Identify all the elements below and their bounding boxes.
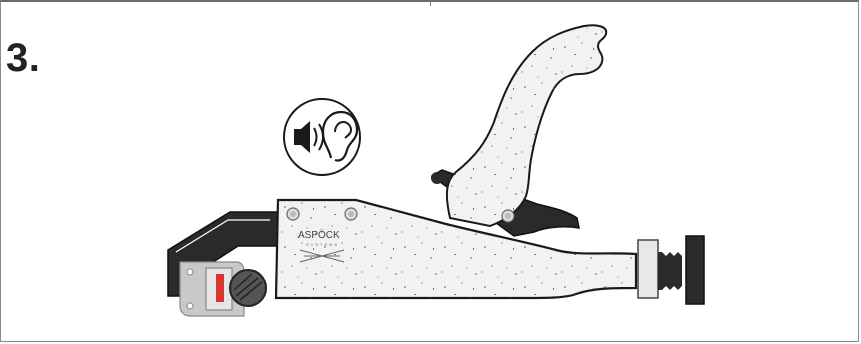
brand-tagline: SYSTEMS [306, 242, 339, 247]
speaker-ear-icon [283, 98, 361, 176]
brand-name: ASPÖCK [298, 229, 340, 241]
sensor-bracket [179, 261, 267, 317]
tool-body: ASPÖCK SYSTEMS [274, 198, 638, 300]
adjustment-screw [637, 235, 705, 305]
brand-logo: ASPÖCK SYSTEMS [298, 229, 345, 263]
step-number: 3. [6, 36, 41, 80]
lever-handle [445, 24, 608, 228]
top-divider-tick [430, 0, 431, 6]
red-indicator [216, 274, 224, 302]
